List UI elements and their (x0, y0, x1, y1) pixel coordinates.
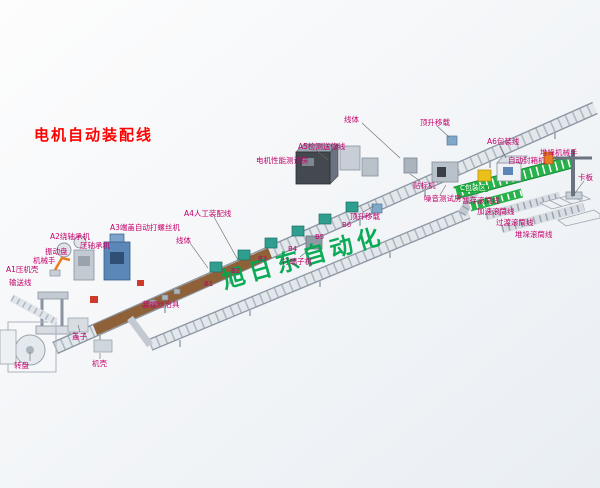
screw-fixtures (149, 288, 181, 306)
label-b1: B1 (204, 280, 214, 288)
label-stacking-robot: 堆垛机械手 (540, 148, 578, 157)
label-a5-inspect-repair-line: A5检测送修线 (298, 142, 346, 151)
label-buffer-roller-line: 暂存滚筒线 (462, 196, 500, 205)
label-transition-roller-line: 过渡滚筒线 (496, 218, 534, 227)
label-turntable: 转盘 (14, 361, 29, 370)
yellow-machine (477, 169, 492, 182)
label-pallet: 卡板 (578, 173, 593, 182)
infeed-conveyor (10, 294, 58, 326)
label-conveyor-line: 输送线 (9, 278, 32, 287)
label-terminal-machine: 打端子机 (282, 257, 312, 266)
label-a2-bearing-machine: A2绕轴承机 (50, 232, 90, 241)
label-a6-packing-line: A6包装线 (487, 137, 520, 146)
vibration-bowls (56, 235, 87, 258)
label-vibration-bowl: 振动盘 (45, 247, 68, 256)
label-cover: 盖子 (72, 332, 87, 341)
grey-roller-lines (484, 191, 586, 234)
label-motor-test-room: 电机性能测试房 (256, 156, 309, 165)
a5-machine (361, 157, 379, 177)
noise-test-room-box (431, 161, 459, 183)
label-lift-transfer-mid: 顶升移载 (350, 212, 380, 221)
label-press-bearing-machine: 压轴承机 (80, 241, 110, 250)
label-b3: B3 (258, 255, 268, 263)
label-c-packing-zone: C包装区 (458, 184, 488, 193)
label-b4: B4 (288, 245, 298, 253)
leader-lines (29, 122, 585, 361)
conveyor-legs (99, 131, 556, 347)
a2-press-bearing-machine (73, 249, 95, 281)
red-units (90, 280, 144, 303)
a3-screw-machine-box (103, 233, 131, 281)
a1-press-machine (35, 291, 71, 335)
turntable-cell (0, 321, 57, 373)
lift-transfer-mid-box (371, 203, 383, 214)
label-labeling-machine: 贴标机 (413, 181, 436, 190)
label-stacking-roller-line: 堆垛滚筒线 (515, 230, 553, 239)
small-robot-arm (49, 256, 71, 277)
lift-transfer-top-box (446, 135, 458, 146)
label-line-body-top: 线体 (344, 115, 359, 124)
label-screw-fixture: 装螺丝治具 (142, 300, 180, 309)
page-title: 电机自动装配线 (34, 126, 154, 144)
housing-box (93, 339, 113, 353)
label-lift-transfer-top: 顶升移载 (420, 118, 450, 127)
label-a1-press-housing: A1压机壳 (6, 265, 39, 274)
b-station-boxes (209, 201, 359, 273)
label-a3-screw-machine: A3端盖自动打螺丝机 (110, 223, 180, 232)
labeling-machine-box (403, 157, 418, 174)
label-robot-arm: 机械手 (33, 256, 56, 265)
box-sealing-machine (496, 155, 528, 182)
label-a4-manual-assembly: A4人工装配线 (184, 209, 232, 218)
stacking-robot (543, 150, 592, 200)
terminal-machine-box (305, 235, 323, 250)
label-b5: B5 (315, 233, 325, 241)
brown-deck (93, 248, 272, 335)
label-speedup-roller-line: 加速滚筒线 (477, 207, 515, 216)
label-housing: 机壳 (92, 359, 107, 368)
label-b2: B2 (231, 267, 241, 275)
label-noise-test-room: 噪音测试房 (424, 194, 462, 203)
label-b6: B6 (342, 221, 352, 229)
label-line-body-mid: 线体 (176, 236, 191, 245)
label-box-sealing-machine: 自动封箱机 (508, 156, 546, 165)
